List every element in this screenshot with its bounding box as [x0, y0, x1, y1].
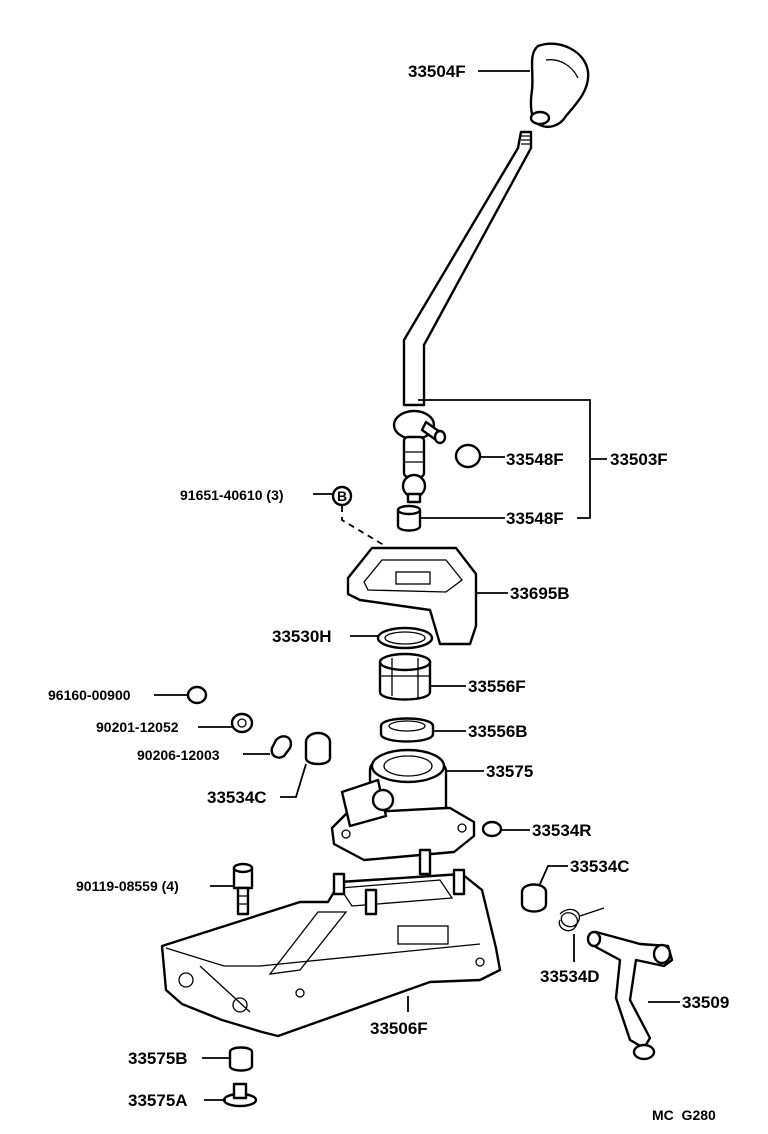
cushion-b — [202, 1046, 254, 1072]
spring — [558, 907, 605, 962]
label-seat-lower: 33548F — [506, 509, 564, 528]
bracket — [160, 848, 502, 1038]
assy-bracket-line — [418, 399, 591, 519]
nut — [154, 685, 208, 705]
label-bushing-f: 33556F — [468, 677, 526, 696]
bolt — [210, 862, 254, 916]
label-cushion-b: 33575B — [128, 1049, 188, 1068]
washer — [198, 712, 254, 734]
seat-lower — [396, 504, 505, 532]
label-bracket: 33506F — [370, 1019, 428, 1038]
label-select-lever: 33509 — [682, 993, 729, 1012]
label-seat-upper: 33548F — [506, 450, 564, 469]
label-knob: 33504F — [408, 62, 466, 81]
label-cushion-a: 33575A — [128, 1091, 188, 1110]
shift-knob — [529, 42, 590, 128]
label-retainer: 33695B — [510, 584, 570, 603]
seat-upper — [454, 443, 505, 469]
label-washer: 90201-12052 — [96, 719, 179, 735]
diagram-code: MC G280 — [652, 1107, 716, 1123]
label-clip: 91651-40610 (3) — [180, 487, 284, 503]
clip2 — [243, 735, 293, 759]
bushing-c-right — [520, 865, 568, 913]
label-spring: 33534D — [540, 967, 600, 986]
label-bushing-r: 33534R — [532, 821, 592, 840]
bushing-c-left — [280, 731, 332, 798]
part-labels: 33504F 33548F 33503F 33548F 91651-40610 … — [48, 62, 729, 1123]
label-bushing-c-right: 33534C — [570, 857, 630, 876]
label-nut: 96160-00900 — [48, 687, 131, 703]
label-bolt: 90119-08559 (4) — [76, 878, 179, 894]
label-lever-assy: 33503F — [610, 450, 668, 469]
housing — [330, 748, 484, 862]
label-ring: 33530H — [272, 627, 332, 646]
ring — [350, 626, 434, 650]
shift-lever — [392, 130, 533, 504]
retainer — [346, 546, 508, 646]
bushing-b — [379, 717, 466, 743]
label-clip2: 90206-12003 — [137, 747, 220, 763]
cushion-a — [204, 1082, 258, 1108]
select-lever — [586, 930, 680, 1061]
bushing-f — [378, 652, 466, 701]
label-bushing-c-left: 33534C — [207, 788, 267, 807]
bushing-r — [481, 820, 530, 838]
clip-badge: B — [337, 488, 347, 504]
label-housing: 33575 — [486, 762, 533, 781]
label-bushing-b: 33556B — [468, 722, 528, 741]
